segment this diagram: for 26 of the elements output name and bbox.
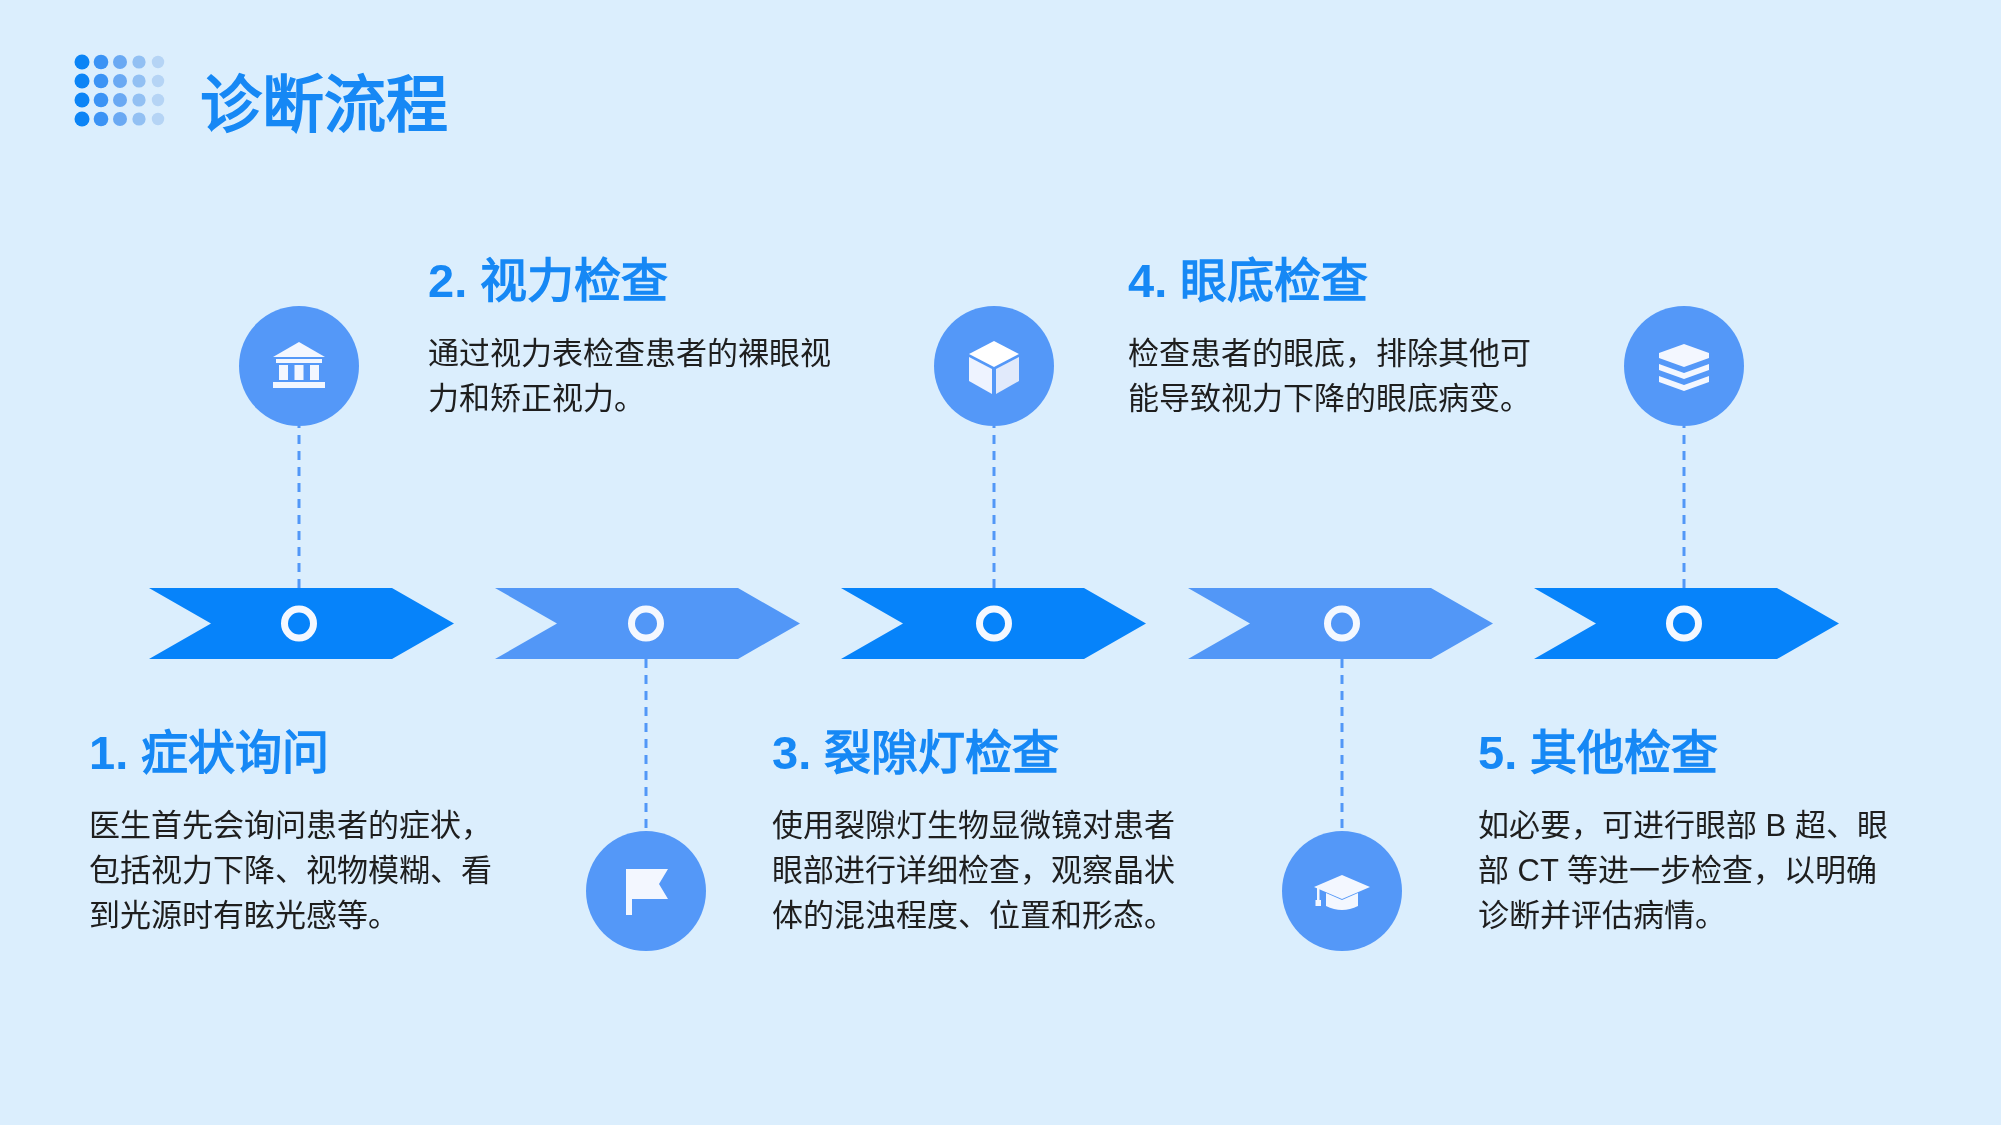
- chevron-banner: [495, 588, 800, 659]
- building-icon: [239, 306, 359, 426]
- step-description: 通过视力表检查患者的裸眼视力和矫正视力。: [428, 335, 832, 418]
- dashed-connector: [992, 426, 996, 588]
- step-title: 3. 裂隙灯检查: [772, 725, 1060, 781]
- chevron-banner: [1188, 588, 1493, 659]
- cube-icon: [934, 306, 1054, 426]
- dashed-connector: [1682, 426, 1686, 588]
- dashed-connector: [1340, 659, 1344, 831]
- graduation-cap-icon: [1282, 831, 1402, 951]
- dashed-connector: [297, 426, 301, 588]
- step-description: 医生首先会询问患者的症状，包括视力下降、视物模糊、看到光源时有眩光感等。: [89, 807, 493, 935]
- layers-icon: [1624, 306, 1744, 426]
- step-description: 检查患者的眼底，排除其他可能导致视力下降的眼底病变。: [1128, 335, 1532, 418]
- dashed-connector: [644, 659, 648, 831]
- chevron-banner: [149, 588, 454, 659]
- chevron-banner: [841, 588, 1146, 659]
- chevron-banner: [1534, 588, 1839, 659]
- step-title: 4. 眼底检查: [1128, 253, 1369, 309]
- flag-icon: [586, 831, 706, 951]
- step-title: 5. 其他检查: [1478, 725, 1719, 781]
- step-description: 使用裂隙灯生物显微镜对患者眼部进行详细检查，观察晶状体的混浊程度、位置和形态。: [772, 807, 1176, 935]
- page-title: 诊断流程: [200, 70, 448, 142]
- step-title: 1. 症状询问: [89, 725, 330, 781]
- step-title: 2. 视力检查: [428, 253, 669, 309]
- step-description: 如必要，可进行眼部 B 超、眼部 CT 等进一步检查，以明确诊断并评估病情。: [1478, 807, 1889, 935]
